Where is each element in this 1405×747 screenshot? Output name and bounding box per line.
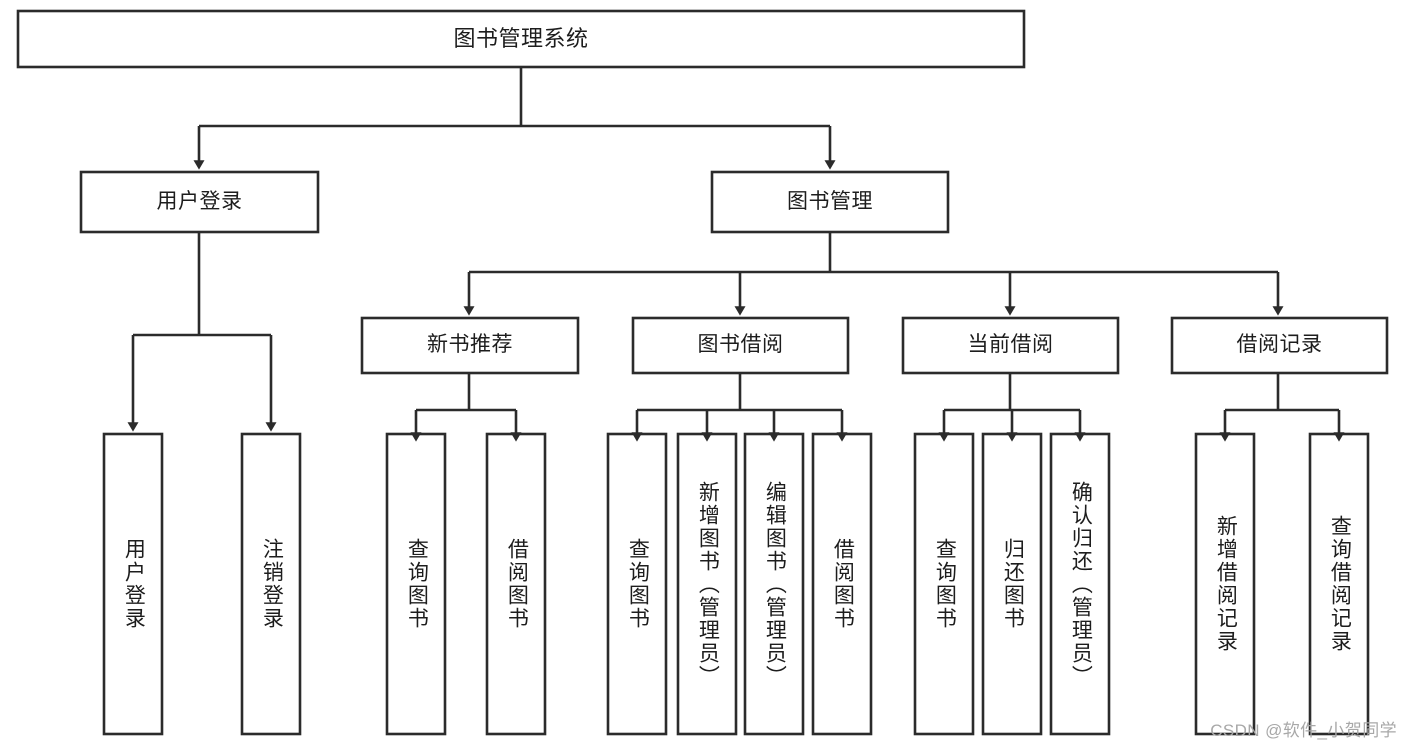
watermark-text: CSDN @软件_小贺同学 — [1210, 721, 1397, 740]
node-rects — [16, 9, 1389, 736]
connectors — [127, 67, 1345, 442]
node-rect-leaf-edit-book[interactable] — [743, 432, 805, 736]
node-rect-new-book-rec[interactable] — [360, 316, 580, 375]
node-rect-leaf-borrow-book-rec[interactable] — [485, 432, 547, 736]
node-rect-book-manage[interactable] — [710, 170, 950, 234]
node-rect-leaf-add-record[interactable] — [1194, 432, 1256, 736]
node-rect-root[interactable] — [16, 9, 1026, 69]
node-rect-leaf-logout[interactable] — [240, 432, 302, 736]
node-rect-borrow-record[interactable] — [1170, 316, 1389, 375]
node-rect-current-borrow[interactable] — [901, 316, 1120, 375]
node-rect-leaf-add-book[interactable] — [676, 432, 738, 736]
node-rect-user-login[interactable] — [79, 170, 320, 234]
node-rect-leaf-confirm-return[interactable] — [1049, 432, 1111, 736]
node-rect-leaf-return-book[interactable] — [981, 432, 1043, 736]
node-rect-leaf-borrow-book[interactable] — [811, 432, 873, 736]
node-rect-leaf-user-login[interactable] — [102, 432, 164, 736]
node-rect-leaf-query-book-cur[interactable] — [913, 432, 975, 736]
node-rect-leaf-query-book-rec[interactable] — [385, 432, 447, 736]
node-rect-book-borrow[interactable] — [631, 316, 850, 375]
node-rect-leaf-query-book-bor[interactable] — [606, 432, 668, 736]
node-rect-leaf-query-record[interactable] — [1308, 432, 1370, 736]
